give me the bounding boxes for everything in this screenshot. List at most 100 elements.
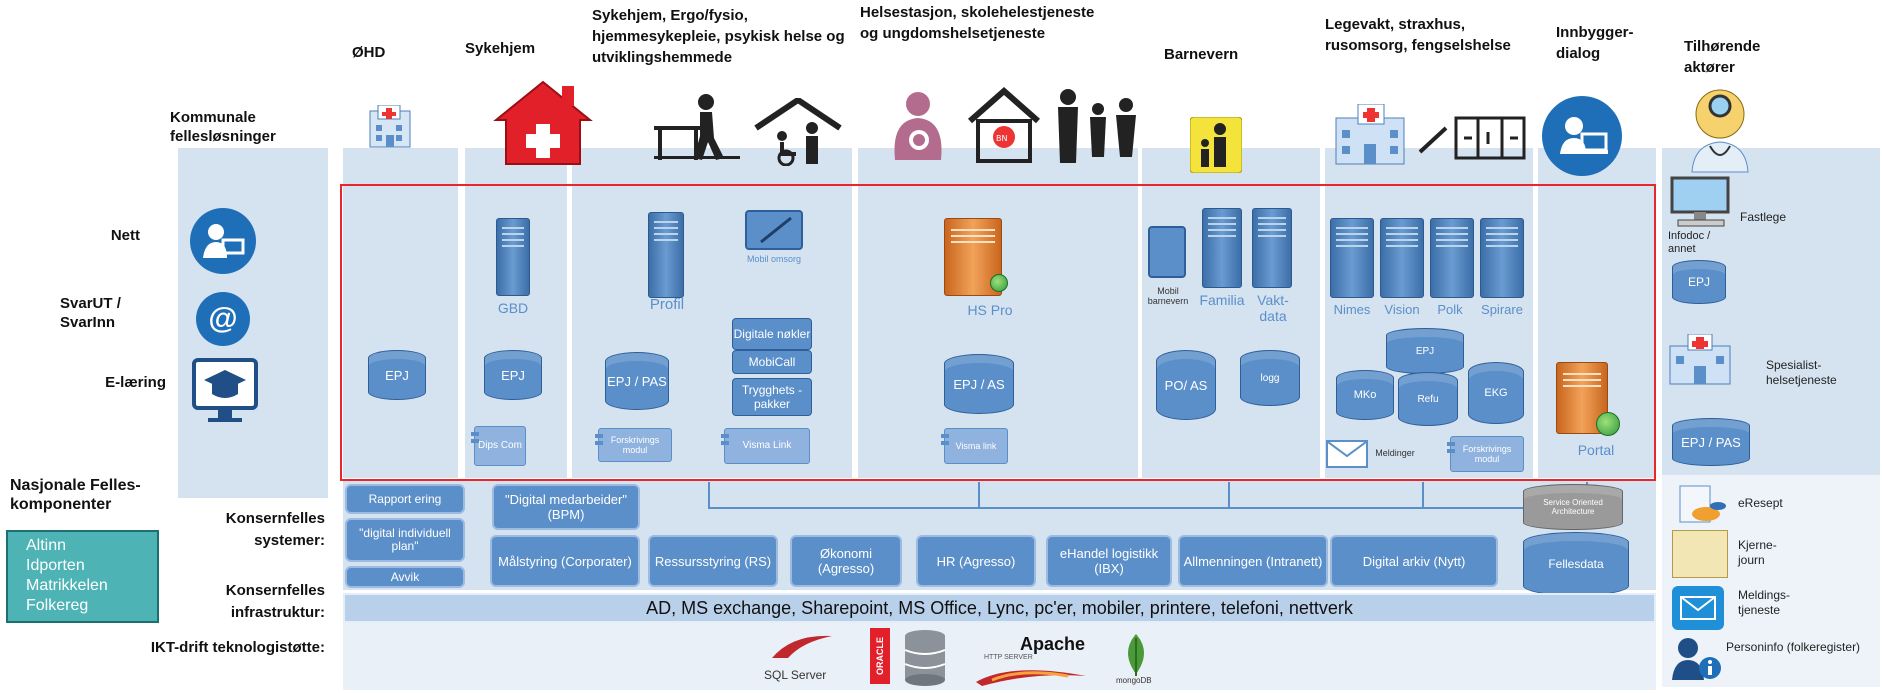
- profil-server: [648, 212, 684, 298]
- meldinger-label: Meldinger: [1375, 448, 1415, 458]
- polk-server: [1430, 218, 1474, 298]
- elaering-monitor-icon[interactable]: [190, 356, 260, 426]
- citizen-laptop-icon: [1542, 96, 1622, 176]
- svarut-at-icon[interactable]: @: [196, 292, 250, 346]
- hospital-building-icon: [362, 104, 418, 149]
- avvik-box[interactable]: Avvik: [345, 566, 465, 588]
- panel-ohd: [343, 148, 458, 478]
- database-stack-icon: [902, 628, 948, 686]
- mobil-omsorg-tablet-icon: [745, 210, 803, 250]
- personinfo-icon: [1672, 636, 1724, 682]
- familia-label: Familia: [1199, 292, 1245, 308]
- digital-arkiv-box[interactable]: Digital arkiv (Nytt): [1330, 535, 1498, 587]
- meldinger-envelope-icon: [1326, 440, 1368, 468]
- sykehjem-ergo-epj-pas-db: EPJ / PAS: [605, 352, 669, 410]
- bus-line: [708, 507, 1588, 509]
- portal-label: Portal: [1577, 442, 1615, 458]
- header-ohd: ØHD: [352, 44, 386, 61]
- panel-barnevern: [1142, 148, 1320, 478]
- nett-person-laptop-icon[interactable]: [190, 208, 256, 274]
- digitale-nokler-box: Digitale nøkler: [732, 318, 812, 350]
- infodoc-label: Infodoc / annet: [1668, 230, 1711, 255]
- spirare-label: Spirare: [1481, 302, 1523, 317]
- panel-helse: [858, 148, 1138, 478]
- eresept-label: eResept: [1738, 496, 1783, 510]
- bus-drop-2: [978, 482, 980, 508]
- vision-server: [1380, 218, 1424, 298]
- vision-label: Vision: [1384, 302, 1420, 317]
- ehandel-box[interactable]: eHandel logistikk (IBX): [1046, 535, 1172, 587]
- header-sykehjem: Sykehjem: [465, 40, 536, 57]
- school-family-icon: BN: [968, 85, 1138, 163]
- mobicall-box: MobiCall: [732, 350, 812, 374]
- nasjonale-box: Altinn Idporten Matrikkelen Folkereg: [6, 530, 159, 623]
- nasjonale-title: Nasjonale Felles-komponenter: [10, 477, 141, 513]
- label-nett: Nett: [110, 227, 140, 244]
- label-elaering: E-læring: [105, 374, 166, 391]
- pregnant-woman-icon: [885, 90, 951, 162]
- oracle-logo: ORACLE: [870, 628, 890, 684]
- digital-plan-box[interactable]: "digital individuell plan": [345, 518, 465, 562]
- nasjonale-item-altinn: Altinn: [26, 537, 67, 554]
- mobil-omsorg-label: Mobil omsorg: [746, 254, 802, 264]
- doctor-icon: [1680, 84, 1760, 174]
- ressursstyring-box[interactable]: Ressursstyring (RS): [648, 535, 778, 587]
- rapportering-box[interactable]: Rapport ering: [345, 484, 465, 514]
- meldingstjeneste-label: Meldings-tjeneste: [1738, 588, 1791, 617]
- portal-globe-icon: [1596, 412, 1620, 436]
- highlight-frame: [340, 184, 1656, 481]
- fellesdata-db: Fellesdata: [1523, 532, 1629, 596]
- fastlege-label: Fastlege: [1740, 210, 1787, 224]
- helse-visma-link-comp: Visma link: [941, 428, 1008, 464]
- logg-db: logg: [1240, 350, 1300, 406]
- digital-medarbeider-box[interactable]: "Digital medarbeider" (BPM): [492, 484, 640, 530]
- sykehjem-server-label: GBD: [497, 300, 529, 316]
- wheelchair-house-icon: [752, 96, 844, 167]
- mobil-barnevern-tablet-icon: [1148, 226, 1186, 278]
- label-konsernfelles-infra: Konsernfelles infrastruktur:: [225, 582, 325, 621]
- visma-link-comp: Visma Link: [721, 428, 810, 464]
- okonomi-box[interactable]: Økonomi (Agresso): [790, 535, 902, 587]
- nasjonale-item-folkereg: Folkereg: [26, 597, 89, 614]
- mobil-barnevern-label: Mobil barnevern: [1147, 286, 1189, 306]
- label-konsernfelles-systemer: Konsernfelles systemer:: [225, 510, 325, 549]
- oracle-label: ORACLE: [875, 637, 885, 675]
- vaktdata-label: Vakt-data: [1257, 292, 1289, 324]
- mongodb-label: mongoDB: [1116, 676, 1152, 685]
- label-kommunale: Kommunale fellesløsninger: [170, 109, 276, 145]
- infra-text: AD, MS exchange, Sharepoint, MS Office, …: [646, 597, 1353, 618]
- spesialist-epj-pas-db: EPJ / PAS: [1672, 418, 1750, 466]
- label-ikt: IKT-drift teknologistøtte:: [150, 639, 325, 656]
- allmenningen-box[interactable]: Allmenningen (Intranett): [1178, 535, 1328, 587]
- sykehjem-dips-com: Dips Com: [471, 426, 526, 466]
- refu-db: Refu: [1398, 372, 1458, 426]
- hr-box[interactable]: HR (Agresso): [916, 535, 1036, 587]
- header-innbygger: Innbygger-dialog: [1556, 24, 1634, 62]
- malstyring-box[interactable]: Målstyring (Corporater): [490, 535, 640, 587]
- legevakt-epj-db: EPJ: [1386, 328, 1464, 374]
- header-legevakt: Legevakt, straxhus, rusomsorg, fengselsh…: [1325, 16, 1511, 54]
- apache-label: Apache: [1020, 634, 1086, 654]
- bus-drop-3: [1228, 482, 1230, 508]
- syringe-cells-icon: [1416, 112, 1528, 164]
- polk-label: Polk: [1437, 302, 1463, 317]
- nimes-server: [1330, 218, 1374, 298]
- infra-bar: AD, MS exchange, Sharepoint, MS Office, …: [343, 593, 1656, 623]
- ohd-epj-db: EPJ: [368, 350, 426, 400]
- kjernejourn-label: Kjerne-journ: [1738, 538, 1777, 567]
- apache-logo: Apache HTTP SERVER: [972, 632, 1090, 688]
- apache-sub-label: HTTP SERVER: [984, 654, 1033, 661]
- trygghetspakker-box: Trygghets -pakker: [732, 378, 812, 416]
- vaktdata-server: [1252, 208, 1292, 288]
- profil-server-label: Profil: [649, 296, 685, 313]
- nasjonale-item-matrikkelen: Matrikkelen: [26, 577, 108, 594]
- helse-epj-as-db: EPJ / AS: [944, 354, 1014, 414]
- nimes-label: Nimes: [1333, 302, 1371, 317]
- panel-sykehjem-ergo: [572, 148, 852, 478]
- mko-db: MKo: [1336, 370, 1394, 420]
- ekg-db: EKG: [1468, 362, 1524, 424]
- panel-sykehjem: [465, 148, 567, 478]
- fastlege-computer-icon: [1670, 176, 1730, 228]
- bus-drop-1: [708, 482, 710, 508]
- po-as-db: PO/ AS: [1156, 350, 1216, 420]
